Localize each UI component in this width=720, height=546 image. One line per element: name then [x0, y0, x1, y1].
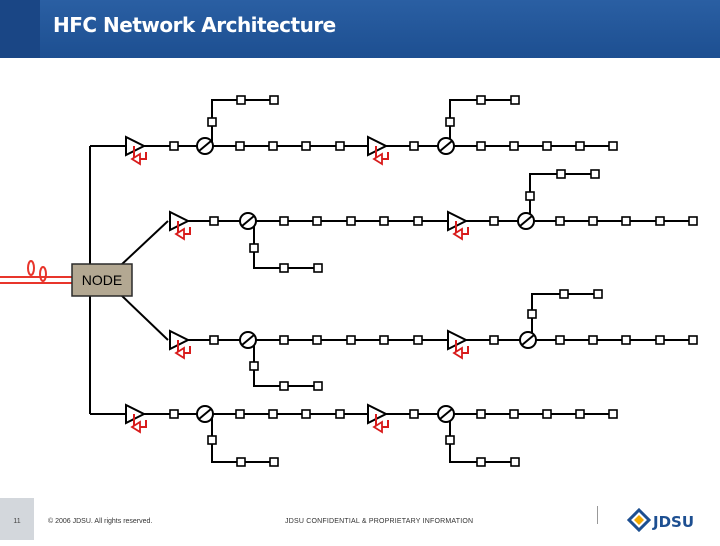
taps	[169, 95, 698, 467]
copyright-text: © 2006 JDSU. All rights reserved.	[48, 518, 153, 525]
node-label: NODE	[82, 272, 122, 288]
splitter-icon	[517, 212, 535, 230]
fiber-lines	[0, 260, 72, 284]
hfc-diagram: NODE	[0, 95, 698, 467]
confidential-text: JDSU CONFIDENTIAL & PROPRIETARY INFORMAT…	[285, 518, 474, 525]
splitter-icon	[196, 405, 214, 423]
splitter-icon	[519, 331, 537, 349]
header-bar: HFC Network Architecture	[0, 0, 720, 58]
trunk-lines	[89, 145, 169, 415]
footer: 11 © 2006 JDSU. All rights reserved. JDS…	[0, 498, 720, 540]
splitter-icon	[437, 405, 455, 423]
cable-row-3	[180, 293, 694, 387]
jdsu-logo-icon	[627, 508, 651, 532]
page-number: 11	[0, 498, 34, 540]
cable-row-2	[180, 173, 694, 269]
node-box: NODE	[71, 263, 133, 297]
header-corner	[0, 0, 40, 58]
slide-title: HFC Network Architecture	[53, 13, 336, 37]
splitter-icon	[196, 137, 214, 155]
splitter-icon	[239, 212, 257, 230]
return-amplifiers	[131, 145, 469, 433]
splitter-icon	[437, 137, 455, 155]
amplifiers	[125, 136, 467, 424]
splitter-icon	[239, 331, 257, 349]
logo-text: JDSU	[653, 513, 695, 531]
footer-divider	[597, 506, 598, 524]
splitters	[196, 137, 537, 423]
